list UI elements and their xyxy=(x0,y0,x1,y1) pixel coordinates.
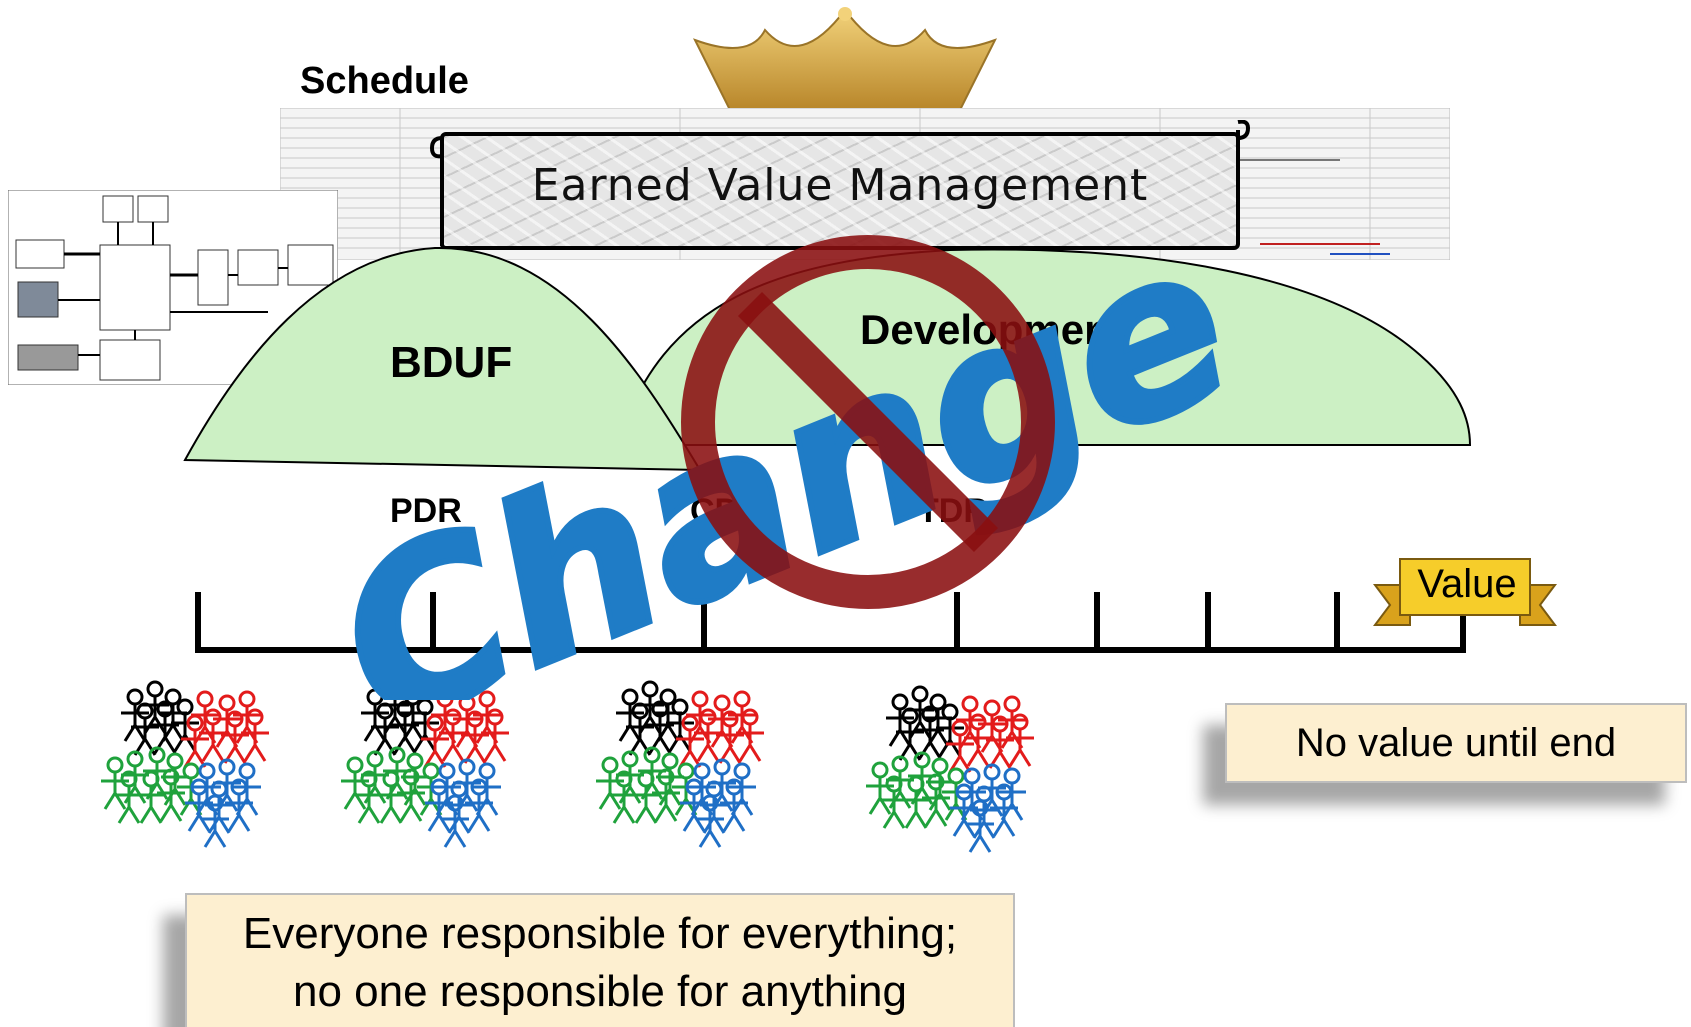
no-sign-icon xyxy=(681,235,1055,609)
block-diagram-image xyxy=(8,190,338,385)
timeline-axis xyxy=(195,592,1466,653)
pdr-milestone-label: PDR xyxy=(390,492,462,530)
value-ribbon-icon xyxy=(1373,558,1557,626)
responsibility-line-1: Everyone responsible for everything; xyxy=(242,909,958,958)
no-value-callout: No value until end xyxy=(1225,703,1687,783)
responsibility-line-2: no one responsible for anything xyxy=(293,967,907,1016)
team-crowd-1 xyxy=(101,682,269,847)
crown-icon xyxy=(692,7,998,111)
team-crowd-2 xyxy=(341,682,509,847)
responsibility-callout: Everyone responsible for everything; no … xyxy=(185,893,1015,1027)
schedule-label: Schedule xyxy=(300,60,469,102)
evm-banner-text: Earned Value Management xyxy=(531,160,1149,211)
bduf-phase-label: BDUF xyxy=(390,338,513,387)
team-crowd-3 xyxy=(596,682,764,847)
bduf-hill xyxy=(183,246,702,472)
evm-scroll-banner xyxy=(440,132,1240,250)
scroll-curls xyxy=(430,120,1250,246)
value-badge-text: Value xyxy=(1417,562,1517,606)
team-crowd-4 xyxy=(866,687,1034,852)
